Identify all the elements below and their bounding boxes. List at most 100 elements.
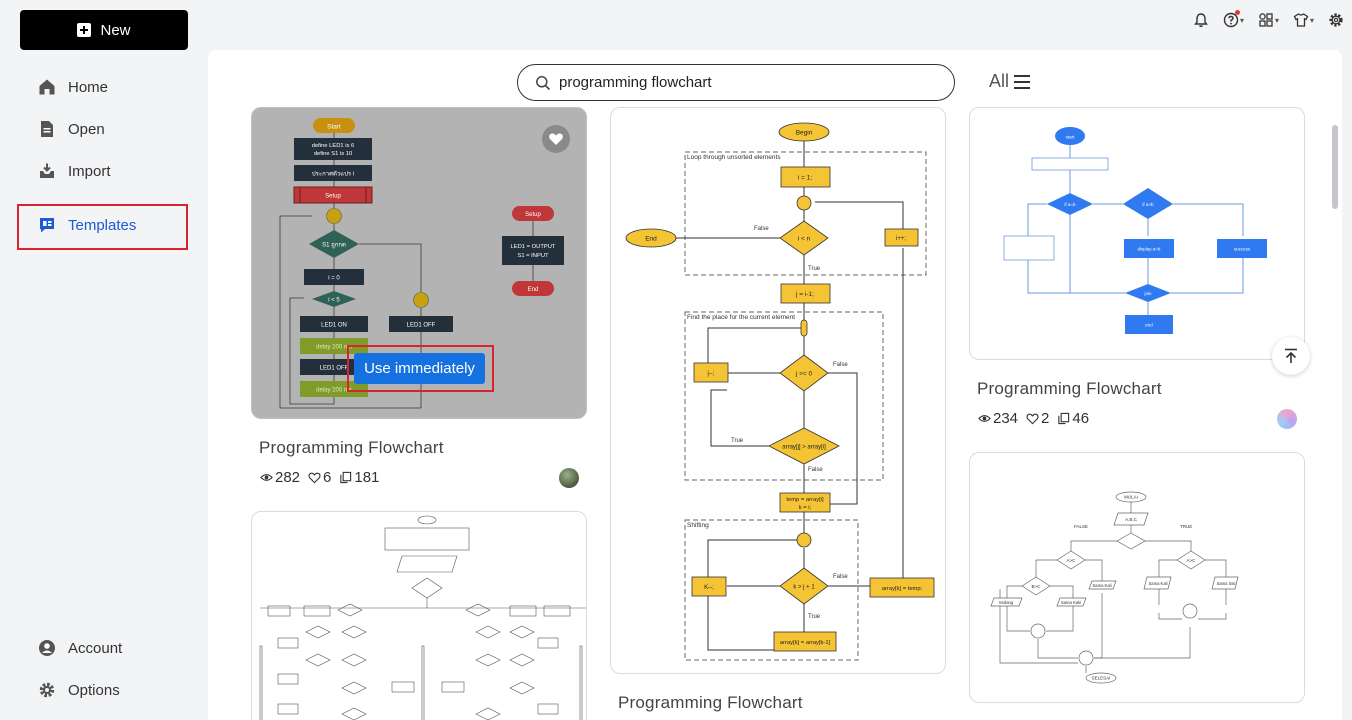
sidebar-item-label: Open xyxy=(68,120,105,138)
thumb-declare: ประกาศตัวแปร i xyxy=(312,171,354,178)
menu-icon xyxy=(1014,74,1031,89)
heart-icon xyxy=(1026,413,1039,425)
back-to-top-button[interactable] xyxy=(1272,337,1310,375)
thumb-shift-label: Shifting xyxy=(687,522,709,529)
thumb-on: LED1 ON xyxy=(321,323,347,329)
thumb-cond2: i < 5 xyxy=(328,298,340,304)
sidebar-item-account[interactable]: Account xyxy=(38,636,122,660)
filter-dropdown[interactable]: All xyxy=(989,71,1031,92)
heart-icon xyxy=(308,472,321,484)
search-bar[interactable] xyxy=(517,64,955,101)
thumb-false3: False xyxy=(808,467,823,473)
flowchart-thumbnail: Begin Loop through unsorted elements i =… xyxy=(625,122,935,661)
card-title[interactable]: Programming Flowchart xyxy=(618,693,803,712)
favorite-button[interactable] xyxy=(542,125,570,153)
copy-icon xyxy=(1058,412,1070,425)
copies-count: 181 xyxy=(354,469,380,486)
thumb-agtc2: A>C xyxy=(1187,558,1197,563)
thumb-sedang: Sedang xyxy=(999,600,1014,605)
flowchart-thumbnail xyxy=(259,515,586,720)
card-title[interactable]: Programming Flowchart xyxy=(259,438,444,457)
search-icon xyxy=(536,75,551,90)
templates-panel: All Start define LED1 is 6 define S1 is … xyxy=(208,50,1342,720)
help-icon xyxy=(1223,12,1239,28)
thumb-false: FALSE xyxy=(1074,524,1088,529)
sidebar-item-label: Import xyxy=(68,162,111,180)
thumb-ilt: i < n xyxy=(798,236,811,243)
apps-icon xyxy=(1259,13,1273,27)
thumb-delay: delay 200 ms xyxy=(316,345,352,351)
thumb-iinc: i++; xyxy=(896,236,906,242)
sidebar: New Home Open Import Templates Account O… xyxy=(0,0,208,720)
scrollbar-thumb[interactable] xyxy=(1332,125,1338,209)
apps-button[interactable]: ▾ xyxy=(1258,12,1279,28)
thumb-io1: LED1 = OUTPUT xyxy=(511,244,556,250)
thumb-samasisi: Sama Sisi xyxy=(1217,581,1236,586)
import-icon xyxy=(40,163,54,178)
views-count: 234 xyxy=(993,410,1019,427)
use-immediately-button[interactable]: Use immediately xyxy=(354,353,485,384)
thumb-i1: i = 1; xyxy=(798,175,812,182)
thumb-false1: False xyxy=(754,226,769,232)
likes-count: 2 xyxy=(1041,410,1050,427)
theme-button[interactable]: ▾ xyxy=(1293,12,1314,28)
thumb-define2: define S1 is 10 xyxy=(314,151,352,157)
thumb-cond2: if a>b xyxy=(1142,202,1154,207)
thumb-false4: False xyxy=(833,574,848,580)
thumb-cond1: if a=b xyxy=(1064,202,1076,207)
plus-icon xyxy=(77,23,92,37)
sidebar-item-options[interactable]: Options xyxy=(38,678,120,702)
sidebar-item-open[interactable]: Open xyxy=(38,117,105,141)
thumb-assign: i = 0 xyxy=(328,276,340,282)
thumb-kgt: k > j + 1 xyxy=(793,585,815,591)
thumb-jge: j >= 0 xyxy=(795,371,813,378)
thumb-end: End xyxy=(645,236,657,243)
template-card-thumbnail[interactable] xyxy=(251,511,587,720)
thumb-define: define LED1 is 6 xyxy=(312,143,355,149)
shirt-icon xyxy=(1293,13,1309,27)
filter-label: All xyxy=(989,71,1010,91)
settings-button[interactable] xyxy=(1328,12,1344,28)
copies-count: 46 xyxy=(1072,410,1090,427)
thumb-end: End xyxy=(528,287,539,293)
home-icon xyxy=(39,79,55,95)
thumb-loop-label: Loop through unsorted elements xyxy=(687,154,781,161)
templates-icon xyxy=(40,218,54,233)
author-avatar[interactable] xyxy=(1277,409,1297,429)
chevron-down-icon: ▾ xyxy=(1309,15,1314,25)
thumb-samakaki: Sama Kaki xyxy=(1061,600,1081,605)
card-stats: 282 6 181 xyxy=(260,469,379,486)
sidebar-item-label: Templates xyxy=(68,216,137,234)
thumb-true: TRUE xyxy=(1180,524,1192,529)
template-card-thumbnail[interactable]: Start define LED1 is 6 define S1 is 10 ป… xyxy=(251,107,587,419)
notification-dot xyxy=(1234,10,1240,15)
thumb-at: array[k] = temp; xyxy=(882,586,923,592)
heart-icon xyxy=(549,133,563,145)
sidebar-item-templates[interactable]: Templates xyxy=(17,204,188,250)
template-card-thumbnail[interactable]: start if a=b if a>b display a=b success … xyxy=(969,107,1305,360)
template-card-thumbnail[interactable]: MULAI A,B,C FALSE TRUE A>C A>C B>C Sama … xyxy=(969,452,1305,703)
sidebar-item-home[interactable]: Home xyxy=(38,75,108,99)
search-input[interactable] xyxy=(559,74,939,91)
sidebar-item-import[interactable]: Import xyxy=(38,159,111,183)
notifications-button[interactable] xyxy=(1193,12,1209,28)
thumb-samakali: Sama Kali xyxy=(1092,583,1111,588)
eye-icon xyxy=(978,415,991,422)
thumb-begin: Begin xyxy=(796,130,813,137)
author-avatar[interactable] xyxy=(559,468,579,488)
thumb-delay2: delay 200 ms xyxy=(316,388,352,394)
thumb-k: k = i; xyxy=(799,505,812,511)
help-button[interactable]: ▾ xyxy=(1223,10,1244,28)
thumb-io2: S1 = INPUT xyxy=(517,253,549,259)
flowchart-thumbnail: MULAI A,B,C FALSE TRUE A>C A>C B>C Sama … xyxy=(990,491,1239,684)
bell-icon xyxy=(1194,13,1208,28)
settings-icon xyxy=(1329,13,1343,27)
thumb-disp: display a=b xyxy=(1138,247,1161,252)
template-card-thumbnail[interactable]: Begin Loop through unsorted elements i =… xyxy=(610,107,946,674)
flowchart-thumbnail: Start define LED1 is 6 define S1 is 10 ป… xyxy=(279,118,564,409)
new-button[interactable]: New xyxy=(20,10,188,50)
card-title[interactable]: Programming Flowchart xyxy=(977,379,1162,398)
thumb-off: LED1 OFF xyxy=(407,323,436,329)
thumb-cmp: array[j] > array[i] xyxy=(782,445,826,451)
views-count: 282 xyxy=(275,469,301,486)
